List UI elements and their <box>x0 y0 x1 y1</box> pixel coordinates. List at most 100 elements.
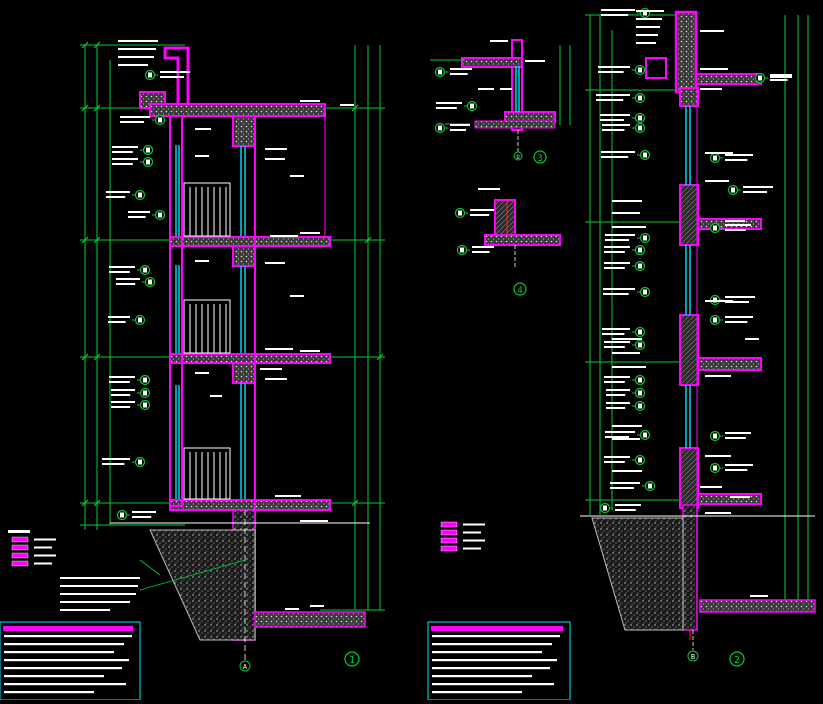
annotation-text-bar <box>300 100 320 102</box>
annotation-text-bar <box>120 116 150 118</box>
annotation-text-bar <box>601 14 629 16</box>
detail-2-section: B 2 <box>580 10 816 667</box>
legend-swatch <box>11 560 29 567</box>
annotation-text-bar <box>195 260 209 262</box>
annotation-text-bar <box>604 246 630 248</box>
detail-1-axis-label: A <box>243 663 248 671</box>
annotation-text-bar <box>470 214 490 216</box>
callout-marker <box>139 264 151 276</box>
annotation-text-bar <box>770 76 792 78</box>
annotation-text-bar <box>60 577 140 579</box>
annotation-text-bar <box>610 482 640 484</box>
annotation-text-bar <box>436 107 457 109</box>
table-text-row <box>4 667 122 670</box>
annotation-text-bar <box>270 235 298 237</box>
annotation-text-bar <box>602 333 625 335</box>
table-text-row <box>432 635 560 638</box>
detail-1-number-bubble <box>344 651 360 667</box>
callout-marker <box>634 244 646 256</box>
callout-marker <box>634 64 646 76</box>
callout-marker <box>754 72 766 84</box>
table-text-row <box>432 675 532 678</box>
annotation-text-bar <box>118 56 154 58</box>
annotation-text-bar <box>612 366 646 368</box>
callout-marker <box>134 189 146 201</box>
annotation-leaders <box>60 9 792 611</box>
table-text-row <box>432 651 542 654</box>
table-text-row <box>432 667 550 670</box>
annotation-text-bar <box>612 352 640 354</box>
annotation-text-bar <box>111 389 135 391</box>
detail-3-axis-label: ① <box>515 154 520 161</box>
legend-swatch <box>11 536 29 543</box>
annotation-text-bar <box>725 154 753 156</box>
callout-marker <box>639 286 651 298</box>
annotation-text-bar <box>604 267 625 269</box>
callout-marker <box>634 400 646 412</box>
detail-3-section: ① 3 <box>430 39 571 164</box>
annotation-text-bar <box>596 94 630 96</box>
callout-marker <box>434 122 446 134</box>
legend-text-bar <box>463 547 481 550</box>
callout-marker <box>639 7 651 19</box>
detail-4-number: 4 <box>517 286 522 296</box>
annotation-text-bar <box>700 68 728 70</box>
annotation-text-bar <box>472 251 490 253</box>
legend-text-bar <box>463 531 481 534</box>
annotation-text-bar <box>600 114 630 116</box>
annotation-text-bar <box>265 262 285 264</box>
legend-swatch <box>11 544 29 551</box>
annotation-text-bar <box>700 486 722 488</box>
detail-1-section: A 1 <box>80 41 385 672</box>
annotation-text-bar <box>770 79 788 81</box>
annotation-text-bar <box>436 102 462 104</box>
detail-3-number: 3 <box>537 154 542 164</box>
callout-marker <box>709 314 721 326</box>
annotation-text-bar <box>705 375 731 377</box>
annotation-text-bar <box>500 88 512 90</box>
annotation-text-bar <box>478 188 500 190</box>
callout-marker <box>434 66 446 78</box>
annotation-text-bar <box>112 158 138 160</box>
annotation-text-bar <box>636 42 656 44</box>
annotation-text-bar <box>265 348 293 350</box>
table-text-row <box>4 659 129 662</box>
callout-marker <box>139 387 151 399</box>
annotation-text-bar <box>725 464 753 466</box>
callout-marker <box>142 144 154 156</box>
annotation-text-bar <box>112 151 133 153</box>
legend-title-bar <box>8 530 30 533</box>
callout-marker <box>154 114 166 126</box>
annotation-text-bar <box>118 40 158 42</box>
annotation-text-bar <box>525 60 545 62</box>
detail-1-soil-hatch <box>149 529 256 641</box>
annotation-text-bar <box>450 129 466 131</box>
annotation-text-bar <box>636 34 658 36</box>
annotation-text-bar <box>636 18 662 20</box>
table-text-row <box>4 651 114 654</box>
table-text-row <box>432 691 522 694</box>
detail-2-floor-slab <box>697 357 762 371</box>
callout-marker <box>466 100 478 112</box>
callout-marker <box>456 244 468 256</box>
annotation-text-bar <box>112 146 138 148</box>
detail-1-floor-slab <box>169 499 331 511</box>
detail-1-ticks <box>81 41 384 507</box>
annotation-text-bar <box>612 438 640 440</box>
annotation-text-bar <box>132 511 156 513</box>
annotation-text-bar <box>743 186 773 188</box>
detail-2-axis-bubble <box>687 650 699 662</box>
callout-marker <box>634 387 646 399</box>
detail-2-number: 2 <box>734 655 740 666</box>
annotation-text-bar <box>705 512 731 514</box>
annotation-text-bar <box>300 520 328 522</box>
detail-1-roof-slab <box>149 103 326 117</box>
annotation-text-bar <box>210 395 222 397</box>
annotation-text-bar <box>450 124 470 126</box>
foundation-note-block <box>139 559 246 591</box>
detail-1-floor-slab <box>169 236 331 247</box>
annotation-text-bar <box>300 232 320 234</box>
annotation-text-bar <box>743 191 767 193</box>
callout-marker <box>709 222 721 234</box>
